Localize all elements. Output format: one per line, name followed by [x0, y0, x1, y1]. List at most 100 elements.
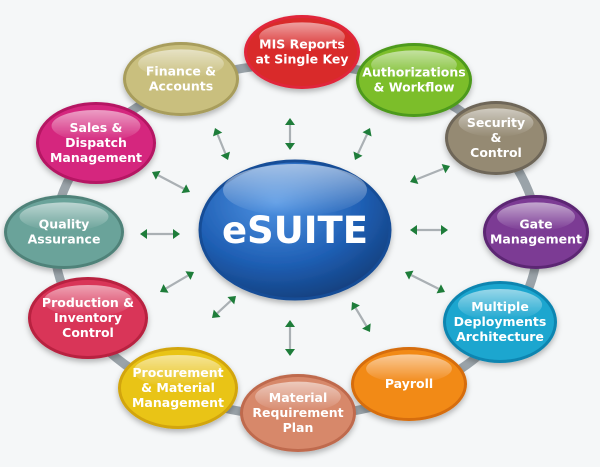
- module-payroll[interactable]: Payroll: [351, 347, 467, 421]
- module-deploy-label-line: Deployments: [454, 314, 547, 329]
- module-gate-label-line: Gate: [519, 217, 552, 232]
- module-quality-label-line: Assurance: [28, 232, 101, 247]
- arrow-head: [436, 284, 445, 294]
- arrow-shaft: [165, 274, 189, 290]
- arrow-head: [181, 184, 190, 194]
- bidirectional-arrow: [285, 118, 295, 150]
- module-sales-gloss: [51, 109, 141, 142]
- arrow-head: [140, 229, 147, 239]
- arrow-head: [152, 170, 161, 180]
- arrow-head: [362, 128, 372, 137]
- module-deploy-gloss: [457, 288, 543, 321]
- bidirectional-arrow: [353, 128, 372, 160]
- core-node[interactable]: eSUITE: [198, 159, 392, 301]
- arrow-head: [441, 163, 450, 174]
- module-finance-gloss: [138, 49, 224, 78]
- arrow-head: [441, 225, 448, 235]
- arrow-head: [220, 151, 230, 160]
- module-security-label-line: Security: [467, 115, 525, 130]
- bidirectional-arrow: [213, 128, 230, 160]
- module-mis-label-line: MIS Reports: [259, 37, 345, 52]
- module-mis-gloss: [259, 22, 345, 51]
- arrow-head: [185, 271, 194, 280]
- arrow-shaft: [216, 299, 232, 315]
- arrow-head: [353, 151, 363, 160]
- module-payroll-gloss: [366, 354, 452, 383]
- module-sales-label-line: Management: [50, 150, 142, 165]
- arrow-shaft: [416, 167, 444, 181]
- module-payroll-label-line: Payroll: [385, 376, 433, 391]
- module-production-label-line: Inventory: [54, 310, 122, 325]
- module-auth-label-line: & Workflow: [373, 80, 455, 95]
- bidirectional-arrow: [212, 296, 236, 318]
- bidirectional-arrow: [410, 225, 448, 235]
- arrow-head: [405, 270, 414, 280]
- module-security-label-line: &: [491, 130, 502, 145]
- arrow-head: [212, 309, 221, 318]
- arrow-head: [285, 118, 295, 125]
- arrow-head: [160, 284, 169, 293]
- arrow-head: [173, 229, 180, 239]
- arrow-head: [362, 323, 371, 332]
- arrow-head: [285, 320, 295, 327]
- core-label: eSUITE: [222, 209, 368, 252]
- module-auth-label-line: Authorizations: [362, 65, 465, 80]
- bidirectional-arrow: [285, 320, 295, 356]
- arrow-head: [213, 128, 223, 137]
- module-procurement-gloss: [133, 354, 223, 387]
- module-production-label-line: Control: [62, 325, 114, 340]
- module-quality-label-line: Quality: [39, 217, 90, 232]
- module-mrp-label-line: Plan: [283, 420, 314, 435]
- arrow-head: [285, 143, 295, 150]
- bidirectional-arrow: [160, 271, 194, 293]
- module-production-label-line: Production &: [42, 295, 134, 310]
- arrow-head: [410, 225, 417, 235]
- arrow-head: [285, 349, 295, 356]
- arrow-shaft: [216, 134, 227, 154]
- bidirectional-arrow: [405, 270, 445, 294]
- module-deploy-label-line: Architecture: [456, 329, 544, 344]
- module-finance-label-line: Accounts: [149, 79, 213, 94]
- module-sales-label-line: Sales &: [70, 120, 123, 135]
- module-finance[interactable]: Finance &Accounts: [123, 42, 239, 116]
- arrow-shaft: [157, 174, 185, 190]
- module-mrp-gloss: [255, 381, 341, 412]
- module-auth[interactable]: Authorizations& Workflow: [356, 43, 472, 117]
- arrow-head: [227, 296, 236, 305]
- module-mrp-label-line: Requirement: [252, 405, 343, 420]
- arrow-head: [351, 302, 360, 311]
- module-security[interactable]: Security&Control: [445, 101, 547, 175]
- module-auth-gloss: [371, 50, 457, 79]
- arrow-head: [410, 174, 419, 185]
- module-quality-gloss: [19, 202, 109, 231]
- module-procurement-label-line: Procurement: [132, 365, 223, 380]
- bidirectional-arrow: [351, 302, 371, 332]
- core-gloss: [223, 164, 367, 216]
- module-production-gloss: [43, 284, 133, 317]
- module-security-gloss: [458, 108, 534, 137]
- bidirectional-arrow: [140, 229, 180, 239]
- module-procurement-label-line: Management: [132, 395, 224, 410]
- module-mrp-label-line: Material: [269, 390, 328, 405]
- module-sales-label-line: Dispatch: [65, 135, 127, 150]
- arrows-layer: [140, 118, 450, 356]
- bidirectional-arrow: [410, 163, 450, 185]
- module-deploy-label-line: Multiple: [471, 299, 529, 314]
- module-gate-label-line: Management: [490, 232, 582, 247]
- module-gate-gloss: [497, 202, 575, 231]
- module-procurement-label-line: & Material: [141, 380, 215, 395]
- arrow-shaft: [354, 307, 368, 327]
- arrow-shaft: [356, 133, 369, 155]
- module-security-label-line: Control: [470, 145, 522, 160]
- module-finance-label-line: Finance &: [146, 64, 216, 79]
